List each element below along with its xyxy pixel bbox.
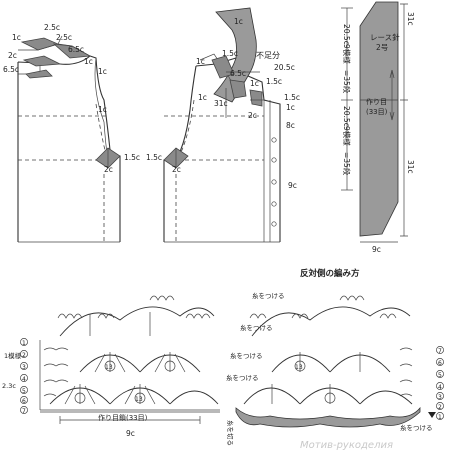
back-label-neck-inner: 6.5c (3, 65, 19, 74)
strip-left-1: 20.5c (342, 24, 351, 45)
front-label-shoulder-2: 1c (198, 93, 207, 102)
front-collar-band (213, 7, 257, 103)
left-motif-number-2: 13 (135, 396, 143, 403)
button (271, 221, 277, 227)
strip-left-3: =35段 (342, 70, 352, 94)
lace-chart: 反対側の編み方 13 13 (2, 268, 444, 451)
back-outline (17, 55, 121, 242)
left-measure-height: 2.3c (2, 382, 16, 390)
left-motif-number-1: 13 (105, 364, 113, 371)
lace-bottom-width: 9c (126, 429, 135, 438)
lace-side-note-1: 糸をつける (226, 373, 259, 382)
lace-top-note-2: 糸をつける (240, 323, 273, 332)
front-label-neck-lap: 1.5c (222, 49, 238, 58)
strip-center-1: 作り目 (366, 97, 387, 106)
left-fan-row: 13 13 (43, 295, 219, 405)
left-row-7: 7 (22, 408, 26, 415)
front-label-lap-1: 1c (286, 103, 295, 112)
back-bodice: 2.5c 2.5c 6.5c 6.5c 1c 1c 1c 1.5c 2c 1c … (3, 23, 140, 243)
front-label-band-w: 8c (286, 121, 295, 130)
front-label-button-gap: 9c (288, 181, 297, 190)
collar-strip: 20.5c 9模様 =35段 20.5c 9模様 =35段 レース針 2号 作り… (341, 1, 415, 254)
button (271, 157, 277, 163)
strip-title-1: レース針 (370, 32, 400, 42)
lace-section-title: 反対側の編み方 (300, 268, 360, 279)
right-row-5: 3 (438, 394, 442, 401)
front-label-arm-15: 1.5c (146, 153, 162, 162)
back-label-shoulder-edge: 1c (98, 67, 107, 76)
back-label-shoulder-small: 1c (84, 57, 93, 66)
right-row-1: 7 (438, 348, 442, 355)
back-label-hem-left: 2c (104, 165, 113, 174)
lace-bottom-label-left: 作り目鎖(33目) (98, 413, 148, 422)
right-row-4: 4 (438, 384, 442, 391)
strip-left-6: =35段 (342, 152, 352, 176)
strip-left-5: 9模様 (342, 126, 352, 146)
watermark: Мотив-рукоделия (300, 440, 393, 451)
right-fan-row: 13 (235, 295, 421, 428)
left-row-numbers: 1 2 3 4 5 6 7 1模様 2.3c (2, 338, 28, 415)
button (271, 201, 277, 207)
strip-left-4: 20.5c (342, 106, 351, 127)
lace-bottom-note: 糸を切る (226, 420, 235, 446)
right-row-7: 1 (438, 414, 442, 421)
left-row-4: 4 (22, 376, 26, 383)
lace-top-note-3: 糸をつける (230, 351, 263, 360)
strip-title-2: 2号 (376, 43, 388, 52)
left-row-2: 2 (22, 352, 26, 359)
front-bodice: 1c 1.5c 不足分 20.5c 6.5c 31c 1c 1c 1c 1.5c… (146, 7, 300, 243)
back-label-ease-2: 1c (12, 33, 21, 42)
strip-right-1: 31c (406, 12, 415, 26)
back-label-ease-1: 1c (98, 105, 107, 114)
right-motif-number-1: 13 (295, 364, 303, 371)
front-label-inner-15: 1.5c (266, 77, 282, 86)
left-row-6: 6 (22, 398, 26, 405)
back-label-armhole-w: 1.5c (124, 153, 140, 162)
back-label-shoulder-top: 2.5c (44, 23, 60, 32)
front-label-inner-1c: 1c (250, 79, 259, 88)
lace-side-note-2: 糸をつける (400, 423, 433, 432)
back-label-neck-side: 6.5c (68, 45, 84, 54)
strip-bottom: 9c (372, 245, 381, 254)
strip-left-2: 9模様 (342, 44, 352, 64)
left-row-5: 5 (22, 388, 26, 395)
front-label-arm-2: 2c (172, 165, 181, 174)
right-grey-edge (235, 406, 421, 428)
back-label-side-drop: 2c (8, 51, 17, 60)
front-label-neck-depth: 6.5c (230, 69, 246, 78)
strip-center-2: (33目) (366, 108, 388, 116)
front-label-front-w: 31c (214, 99, 228, 108)
right-row-2: 6 (438, 360, 442, 367)
back-label-neck-w: 2.5c (56, 33, 72, 42)
back-neck-piece (20, 37, 60, 51)
front-label-shoulder-1: 1c (196, 57, 205, 66)
front-label-shortfall: 不足分 (256, 51, 280, 60)
front-label-top-small: 1c (234, 17, 243, 26)
lace-top-note-1: 糸をつける (252, 291, 285, 300)
front-label-lap-15: 1.5c (284, 93, 300, 102)
left-row-3: 3 (22, 364, 26, 371)
left-row-1: 1 (22, 340, 26, 347)
front-label-collar-w: 20.5c (274, 63, 295, 72)
left-measure-pattern: 1模様 (4, 351, 22, 360)
right-row-3: 5 (438, 372, 442, 379)
right-row-6: 2 (438, 404, 442, 411)
button (271, 137, 277, 143)
button (271, 179, 277, 185)
collar-strip-shape (359, 1, 399, 237)
front-label-lap-2: 2c (248, 111, 257, 120)
strip-right-2: 31c (406, 160, 415, 174)
right-row-numbers: 7 6 5 4 3 2 1 (428, 346, 444, 421)
